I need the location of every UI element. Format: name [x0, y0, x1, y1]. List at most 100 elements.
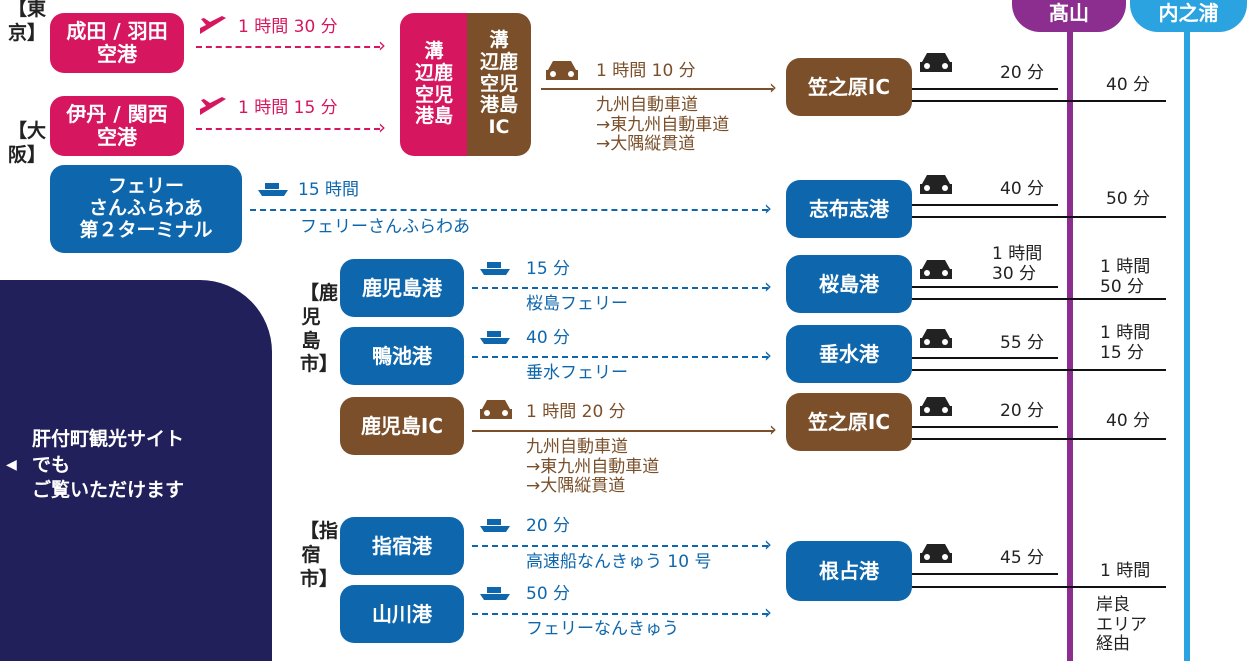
- mizobe-airport-box[interactable]: 溝 辺鹿 空児 港島: [400, 13, 468, 156]
- r5-takayama-time: 20 分: [1000, 401, 1045, 421]
- ferry-arrow-head: ›: [764, 196, 772, 220]
- ibusuki-ship-name: 高速船なんきゅう 10 号: [526, 552, 712, 572]
- kasanohara-ic-box-2[interactable]: 笠之原IC: [786, 393, 912, 451]
- tarumizu-arrow: [472, 356, 768, 358]
- narita-flight-arrow: [196, 46, 380, 48]
- tarumizu-time: 40 分: [526, 328, 571, 348]
- yamakawa-port-box[interactable]: 山川港: [340, 585, 464, 643]
- r2-line-b: [912, 216, 1166, 218]
- r3-line-a: [912, 286, 1058, 288]
- sakurajima-arrow: [472, 287, 768, 289]
- yamakawa-arrow: [472, 613, 768, 615]
- r1-uchinoura-time: 40 分: [1106, 75, 1151, 95]
- airport-route: 九州自動車道 →東九州自動車道 →大隅縦貫道: [596, 95, 730, 155]
- car-icon: [920, 329, 952, 348]
- r6-via-note: 岸良 エリア 経由: [1096, 595, 1147, 655]
- ibusuki-port-box[interactable]: 指宿港: [340, 517, 464, 575]
- r2-uchinoura-time: 50 分: [1106, 189, 1151, 209]
- narita-arrow-head: ›: [378, 33, 386, 57]
- r3-line-b: [912, 298, 1166, 300]
- ship-icon: [480, 262, 510, 275]
- ic-drive-arrow: [472, 430, 774, 432]
- ship-icon: [480, 519, 510, 532]
- itami-flight-time: 1 時間 15 分: [238, 98, 338, 118]
- takayama-tag[interactable]: 髙山: [1012, 0, 1126, 32]
- takayama-line: [1067, 0, 1073, 661]
- r2-line-a: [912, 204, 1058, 206]
- left-arrow-icon[interactable]: ◀: [6, 457, 17, 473]
- shibushi-port-box[interactable]: 志布志港: [786, 180, 912, 238]
- r1-takayama-time: 20 分: [1000, 63, 1045, 83]
- tarumizu-port-box[interactable]: 垂水港: [786, 325, 912, 383]
- r1-line-a: [912, 88, 1058, 90]
- ferry-terminal-box[interactable]: フェリー さんふらわあ 第２ターミナル: [50, 165, 242, 253]
- kasanohara-ic-box-1[interactable]: 笠之原IC: [786, 58, 912, 116]
- r2-takayama-time: 40 分: [1000, 179, 1045, 199]
- yamakawa-arrow-head: ›: [764, 600, 772, 624]
- ship-icon: [258, 183, 288, 196]
- ibusuki-arrow-head: ›: [764, 532, 772, 556]
- itami-flight-arrow: [196, 128, 380, 130]
- info-text[interactable]: 肝付町観光サイト でも ご覧いただけます: [32, 428, 185, 502]
- r1-line-b: [912, 100, 1166, 102]
- car-icon: [920, 544, 952, 563]
- sakurajima-port-box[interactable]: 桜島港: [786, 255, 912, 313]
- narita-haneda-box[interactable]: 成田 / 羽田 空港: [50, 13, 184, 73]
- r6-takayama-time: 45 分: [1000, 548, 1045, 568]
- r5-uchinoura-time: 40 分: [1106, 411, 1151, 431]
- car-icon: [920, 53, 952, 72]
- kagoshima-port-box[interactable]: 鹿児島港: [340, 259, 464, 317]
- itami-kansai-box[interactable]: 伊丹 / 関西 空港: [50, 96, 184, 156]
- plane-icon: [200, 97, 226, 115]
- r4-uchinoura-time: 1 時間 15 分: [1100, 323, 1151, 363]
- tarumizu-ferry-name: 垂水フェリー: [526, 363, 628, 383]
- r6-uchinoura-time: 1 時間: [1100, 561, 1151, 581]
- kagoshima-ic-box[interactable]: 鹿児島IC: [340, 397, 464, 455]
- r3-uchinoura-time: 1 時間 50 分: [1100, 257, 1151, 297]
- kamoike-port-box[interactable]: 鴨池港: [340, 327, 464, 385]
- car-icon: [920, 397, 952, 416]
- airport-drive-arrow-head: ›: [769, 75, 777, 99]
- car-icon: [920, 260, 952, 279]
- r4-line-a: [912, 357, 1058, 359]
- itami-arrow-head: ›: [378, 115, 386, 139]
- ic-drive-time: 1 時間 20 分: [526, 402, 626, 422]
- car-icon: [920, 175, 952, 194]
- group-kagoshima-city: 【鹿児島市】: [300, 282, 339, 376]
- ic-route: 九州自動車道 →東九州自動車道 →大隅縦貫道: [526, 437, 660, 497]
- mizobe-airport-ic-box[interactable]: 溝 辺鹿 空児 港島 IC: [467, 13, 531, 156]
- sakurajima-arrow-head: ›: [764, 274, 772, 298]
- r5-line-b: [912, 438, 1166, 440]
- r3-takayama-time: 1 時間 30 分: [992, 244, 1043, 284]
- airport-drive-arrow: [541, 88, 773, 90]
- group-osaka: 【大阪】: [8, 120, 47, 166]
- ferry-name: フェリーさんふらわあ: [300, 217, 470, 237]
- uchinoura-tag[interactable]: 内之浦: [1130, 0, 1247, 32]
- ibusuki-arrow: [472, 545, 768, 547]
- r6-line-a: [912, 573, 1058, 575]
- ferry-arrow: [250, 209, 768, 211]
- car-icon: [546, 61, 578, 80]
- uchinoura-line: [1184, 0, 1190, 661]
- r6-line-b: [912, 586, 1166, 588]
- r4-takayama-time: 55 分: [1000, 333, 1045, 353]
- ic-drive-arrow-head: ›: [769, 417, 777, 441]
- r5-line-a: [912, 426, 1058, 428]
- ship-icon: [480, 587, 510, 600]
- ship-icon: [480, 331, 510, 344]
- ferry-time: 15 時間: [298, 180, 360, 200]
- sakurajima-time: 15 分: [526, 259, 571, 279]
- nejime-port-box[interactable]: 根占港: [786, 541, 912, 601]
- narita-flight-time: 1 時間 30 分: [238, 17, 338, 37]
- info-panel[interactable]: [0, 280, 272, 661]
- plane-icon: [200, 16, 226, 34]
- tarumizu-arrow-head: ›: [764, 343, 772, 367]
- r4-line-b: [912, 369, 1166, 371]
- sakurajima-ferry-name: 桜島フェリー: [526, 294, 628, 314]
- group-ibusuki: 【指宿市】: [300, 520, 339, 590]
- group-tokyo: 【東京】: [8, 0, 47, 44]
- yamakawa-ferry-name: フェリーなんきゅう: [526, 619, 679, 639]
- airport-drive-time: 1 時間 10 分: [596, 61, 696, 81]
- car-icon: [480, 400, 512, 419]
- yamakawa-time: 50 分: [526, 584, 571, 604]
